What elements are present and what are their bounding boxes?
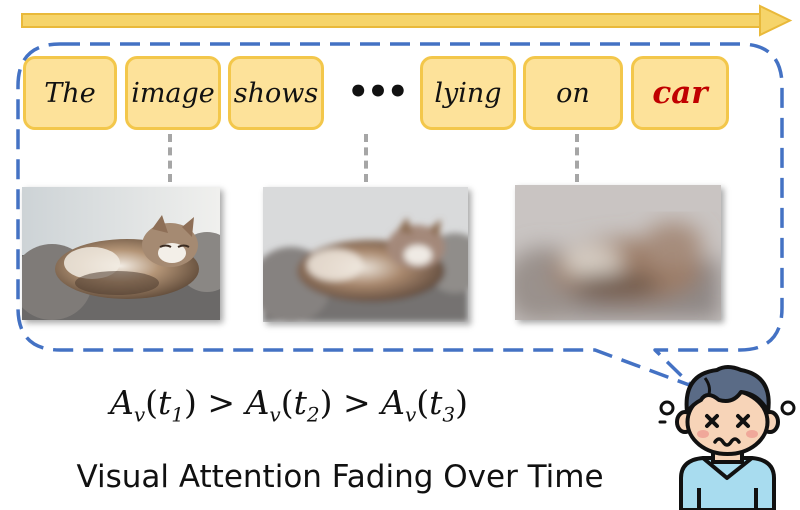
attention-formula: Av(t1) > Av(t2) > Av(t3) bbox=[110, 383, 530, 443]
token-lying: lying bbox=[420, 56, 516, 130]
token-the: The bbox=[23, 56, 117, 130]
cat-photo-slightly-blurred bbox=[263, 187, 468, 322]
formula-operator-1: > bbox=[207, 383, 236, 422]
formula-operator-2: > bbox=[342, 383, 371, 422]
token-ellipsis: ••• bbox=[347, 72, 408, 112]
diagram-caption: Visual Attention Fading Over Time bbox=[76, 459, 604, 495]
speech-bubble-outline bbox=[16, 42, 784, 388]
formula-term-2: Av(t2) bbox=[245, 383, 333, 427]
connector-image-3 bbox=[575, 134, 579, 182]
formula-term-1: Av(t1) bbox=[110, 383, 197, 427]
timeline-arrow bbox=[21, 4, 793, 37]
token-shows: shows bbox=[228, 56, 324, 130]
formula-term-3: Av(t3) bbox=[381, 383, 469, 427]
token-car-hallucinated: car bbox=[631, 56, 729, 130]
dizzy-person-icon bbox=[658, 365, 796, 510]
connector-image-2 bbox=[364, 134, 368, 182]
cat-photo-sharp bbox=[22, 187, 220, 320]
connector-image-1 bbox=[168, 134, 172, 182]
token-on: on bbox=[523, 56, 623, 130]
token-image: image bbox=[125, 56, 221, 130]
cat-photo-heavily-blurred bbox=[515, 185, 721, 320]
